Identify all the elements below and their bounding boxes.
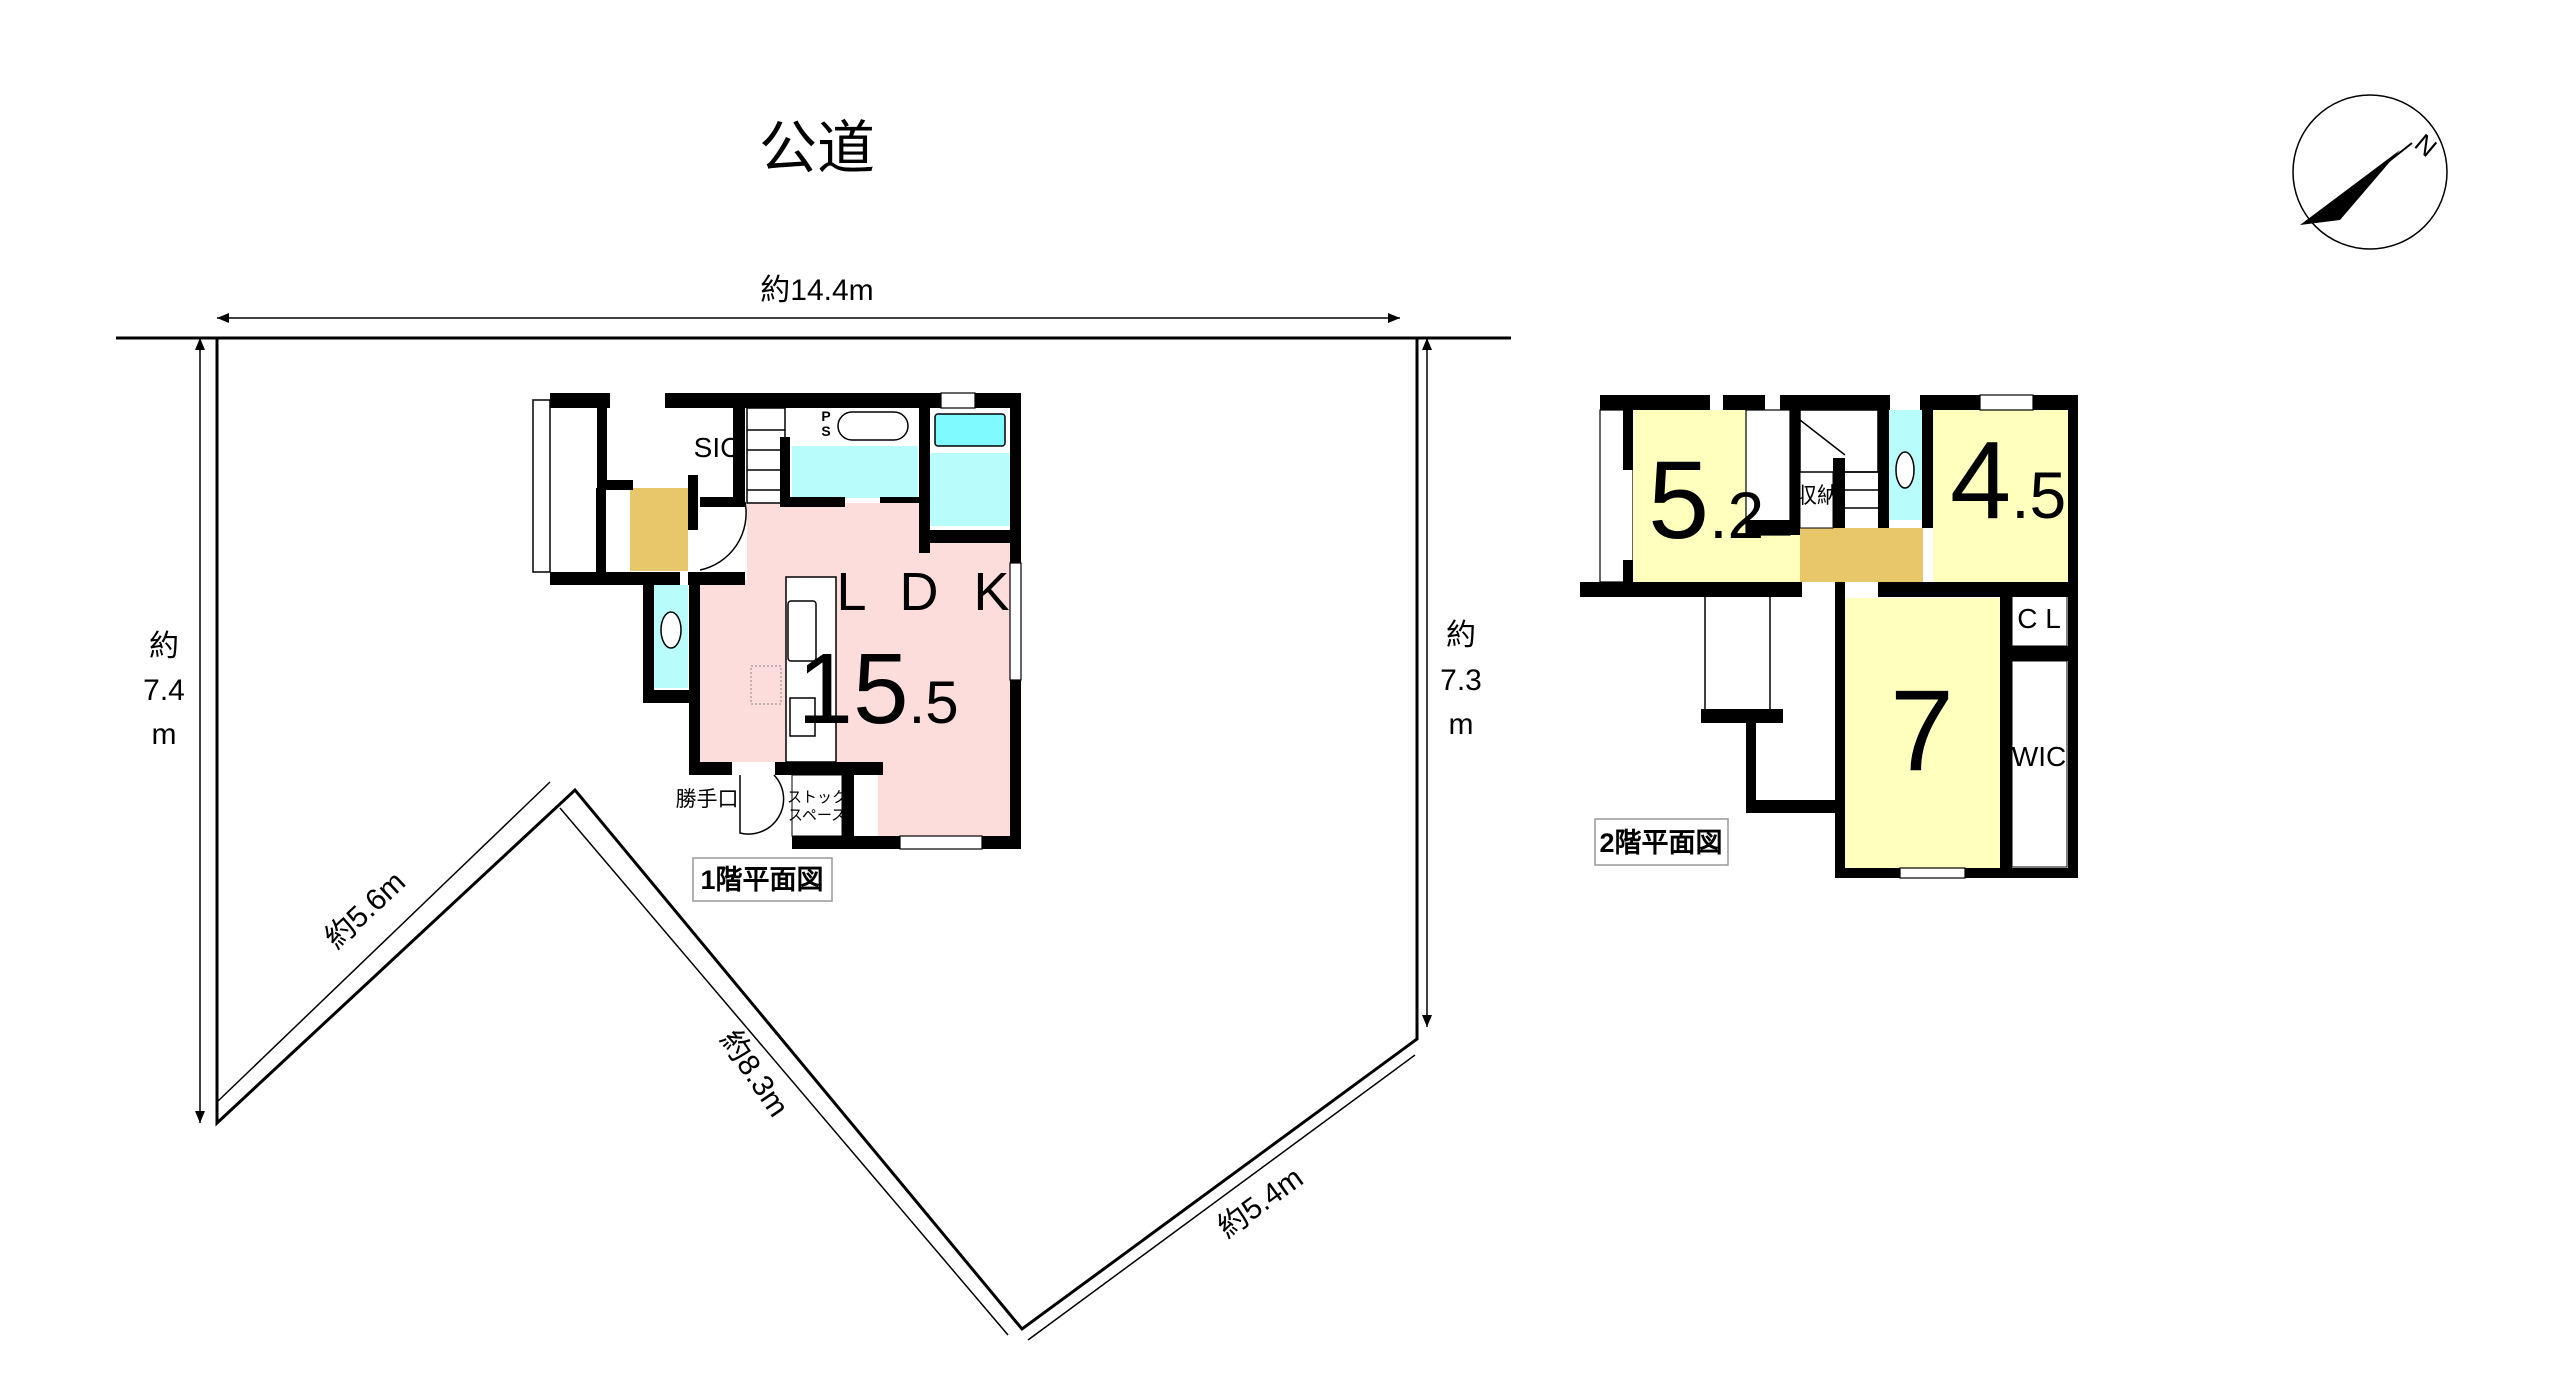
dimension-lower-left-label: 約5.6m: [319, 865, 412, 955]
lot-boundary: [215, 336, 1419, 1332]
floor1-plan: SIC P S L D K 15.5 勝手口 ストック スペース 1階平面図: [532, 392, 1022, 902]
ps-label-1: P: [821, 408, 830, 424]
compass: N: [2292, 94, 2448, 250]
dimension-lower-right: 約5.4m: [1027, 1054, 1416, 1341]
road-label: 公道: [759, 116, 875, 181]
dimension-right-1: 約: [1446, 619, 1476, 652]
room-4-5: [1933, 408, 2068, 582]
walls-2f: [1580, 395, 2078, 878]
dimension-top: 約14.4m: [217, 274, 1400, 323]
window-1f-right: [1009, 562, 1022, 681]
room-7: [1845, 598, 2000, 868]
toilet-bowl-2f-icon: [1895, 451, 1915, 489]
walk-in-closet: [2011, 660, 2068, 868]
dimension-lower-left: 約5.6m: [216, 781, 551, 1103]
floor1-title: 1階平面図: [700, 865, 823, 895]
floor2-title: 2階平面図: [1599, 828, 1722, 858]
dimension-right-2: 7.3: [1440, 664, 1482, 697]
dimension-top-label: 約14.4m: [760, 274, 873, 307]
closet-5-2: [1745, 409, 1791, 536]
ldk-size: 15.5: [797, 633, 958, 745]
wic-label: WIC: [2012, 741, 2066, 772]
north-arrow-icon: [2300, 150, 2400, 225]
stove-icon: [789, 697, 816, 737]
back-door-label: 勝手口: [676, 788, 739, 811]
toilet-bowl-icon: [660, 611, 682, 649]
closet-cl-label: C L: [2017, 603, 2061, 634]
ps-label-2: S: [821, 423, 830, 439]
shoe-storage: [630, 488, 688, 571]
back-door-icon: [739, 774, 785, 835]
room-5-2-extension: [1746, 535, 1800, 582]
dimension-left-2: 7.4: [143, 674, 185, 707]
bathroom: [930, 453, 1010, 526]
window-1f-top: [940, 392, 976, 409]
stock-space-label-2: スペース: [788, 807, 846, 824]
hallway-2f: [1800, 528, 1923, 582]
room-5-2: [1633, 410, 1746, 582]
ldk-label: L D K: [836, 562, 1019, 622]
window-2f-top: [1979, 394, 2034, 411]
entrance-porch: [532, 399, 551, 573]
stock-space: [791, 774, 843, 837]
dimension-right: 約 7.3 m: [1422, 338, 1482, 1027]
washbasin: [837, 411, 909, 441]
dimension-left: 約 7.4 m: [143, 338, 205, 1123]
sink-icon: [787, 600, 817, 662]
floor2-plan: 5.2 4.5 7 収納 C L WIC 2階平面図: [1580, 394, 2078, 879]
floor2-title-box: [1594, 818, 1729, 866]
window-1f-bottom: [899, 835, 983, 850]
ldk-area: [700, 503, 1010, 836]
stairs-1f: [746, 407, 786, 504]
bathtub: [934, 413, 1006, 447]
dimension-right-3: m: [1449, 708, 1474, 741]
entry-door-icon: [699, 501, 747, 571]
dimension-lower-right-label: 約5.4m: [1212, 1161, 1310, 1245]
storage-2f-label: 収納: [1795, 483, 1839, 508]
sic-label: SIC: [694, 432, 741, 463]
room-5-2-label: 5.2: [1648, 439, 1764, 562]
room-7-label: 7: [1890, 667, 1954, 795]
fridge-space-icon: [750, 665, 782, 705]
washroom: [792, 446, 918, 498]
dimension-left-1: 約: [149, 630, 179, 663]
room-4-5-label: 4.5: [1950, 419, 2066, 542]
stock-space-label-1: ストック: [787, 789, 847, 806]
window-2f-bottom: [1899, 867, 1966, 879]
dimension-left-3: m: [152, 718, 177, 751]
floor1-title-box: [692, 857, 833, 902]
